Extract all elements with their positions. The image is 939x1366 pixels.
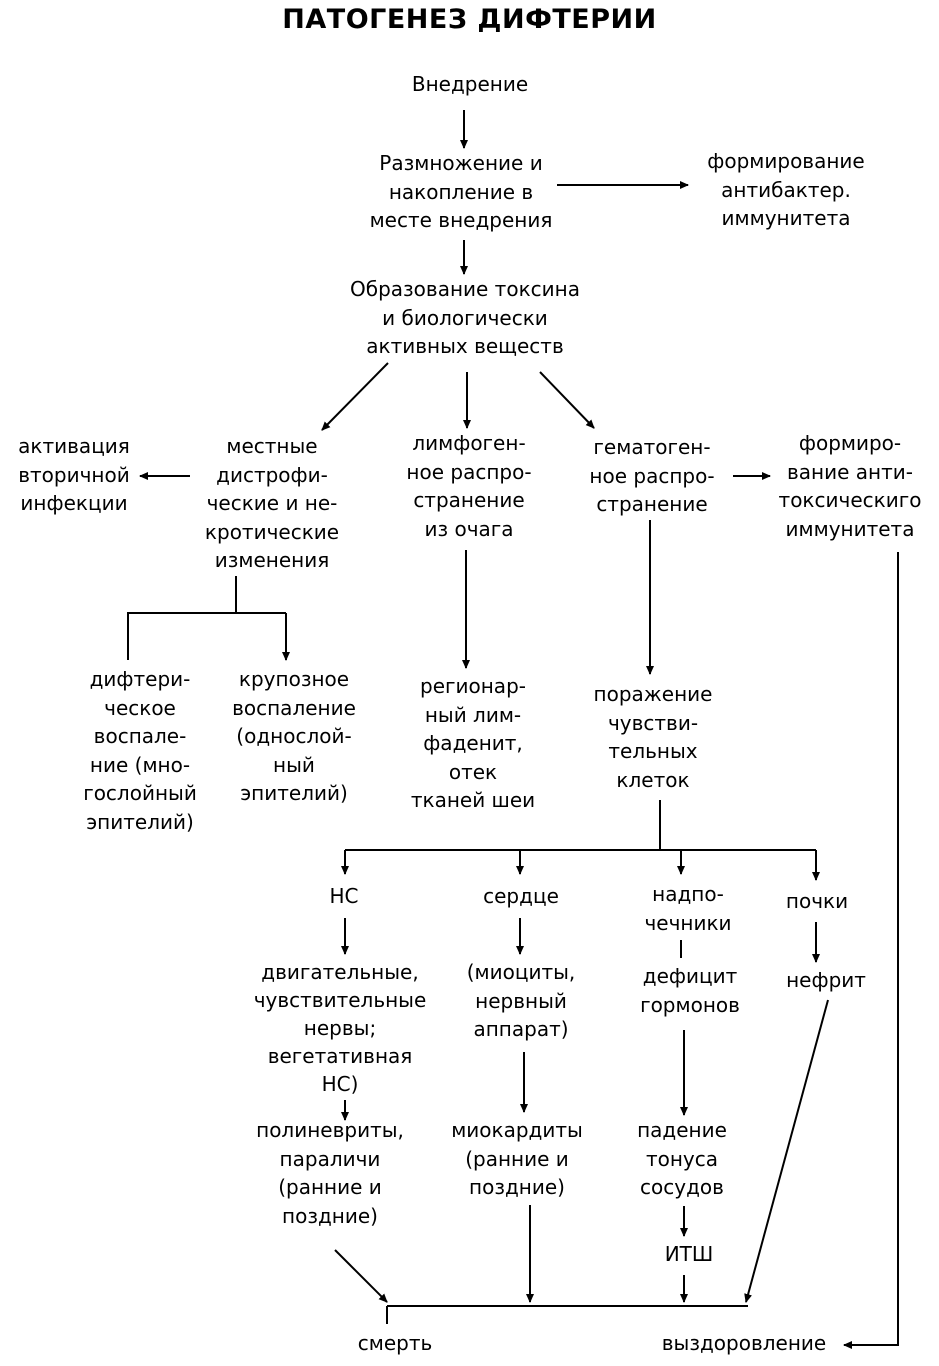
node-recovery: выздоровление xyxy=(661,1331,827,1355)
node-vnedrenie: Внедрение xyxy=(411,72,529,96)
node-kidneys: почки xyxy=(785,889,849,913)
node-sensitive-cells: поражение чувстви- тельных клеток xyxy=(593,682,713,792)
edge-antitoxic-recovery xyxy=(843,552,899,1349)
node-lymphadenitis: регионар- ный лим- фаденит, отек тканей … xyxy=(410,674,536,812)
edge-toxin-hemat xyxy=(539,371,595,429)
node-adrenals: надпо- чечники xyxy=(644,882,732,935)
node-antitoxic-immunity: формиро- вание анти- токсическиго иммуни… xyxy=(778,431,922,541)
node-hormone-deficit: дефицит гормонов xyxy=(640,964,740,1017)
node-myocarditis: миокардиты (ранние и поздние) xyxy=(451,1118,583,1199)
node-myocytes: (миоциты, нервный аппарат) xyxy=(466,960,576,1041)
node-nerves: двигательные, чувствительные нервы; веге… xyxy=(253,960,427,1096)
node-hematogenous: гематоген- ное распро- странение xyxy=(589,435,715,516)
node-antibacter-immunity: формирование антибактер. иммунитета xyxy=(707,149,865,230)
edge-polyneuritis-bus xyxy=(334,1249,388,1303)
node-polyneuritis: полиневриты, параличи (ранние и поздние) xyxy=(256,1118,404,1228)
node-heart: сердце xyxy=(483,884,559,908)
node-lymphogenous: лимфоген- ное распро- странение из очага xyxy=(406,431,532,541)
node-secondary-infection: активация вторичной инфекции xyxy=(18,434,130,515)
node-toxin: Образование токсина и биологически актив… xyxy=(350,277,580,358)
node-nephritis: нефрит xyxy=(786,968,866,992)
node-vascular-tone: падение тонуса сосудов xyxy=(637,1118,727,1199)
node-itsh: ИТШ xyxy=(664,1242,714,1266)
edge-toxin-local xyxy=(321,362,389,431)
edge-nephritis-bus xyxy=(744,999,829,1303)
edge-local-split xyxy=(127,576,237,660)
node-croupous: крупозное воспаление (однослой- ный эпит… xyxy=(232,667,356,805)
node-diphtheritic: дифтери- ческое воспале- ние (мно- госло… xyxy=(83,667,197,834)
node-death: смерть xyxy=(357,1331,433,1355)
node-razmnozhenie: Размножение и накопление в месте внедрен… xyxy=(369,151,553,232)
node-local-changes: местные дистрофи- ческие и не- кротическ… xyxy=(204,434,340,572)
node-ns: НС xyxy=(329,884,359,908)
diagram-title: ПАТОГЕНЕЗ ДИФТЕРИИ xyxy=(282,4,657,35)
